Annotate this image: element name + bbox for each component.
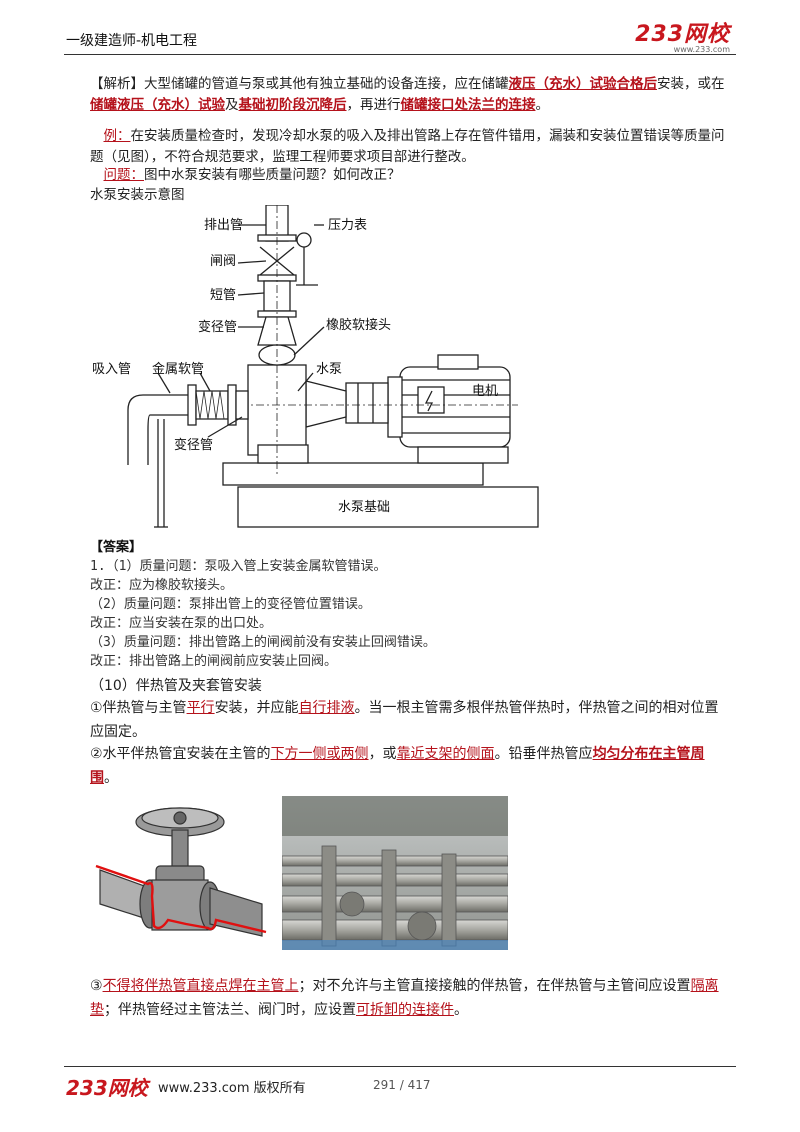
motor-body <box>399 366 511 448</box>
analysis-paragraph: 【解析】大型储罐的管道与泵或其他有独立基础的设备连接，应在储罐液压（充水）试验合… <box>90 76 725 113</box>
brand-logo-top: 233网校 www.233.com <box>635 16 730 54</box>
label-short-pipe: 短管 <box>210 288 236 303</box>
header-rule <box>64 54 736 55</box>
label-reducer-top: 变径管 <box>198 319 237 335</box>
question-label: 问题： <box>103 167 145 183</box>
pump-installation-diagram: 排出管 闸阀 短管 变径管 压力表 橡胶软接头 吸入管 金属软管 水泵 电机 变… <box>92 205 539 528</box>
header-title: 一级建造师-机电工程 <box>66 33 198 49</box>
brand-logo-text: 233网校 <box>635 22 730 47</box>
footer-copyright: www.233.com 版权所有 <box>158 1081 306 1096</box>
label-pump-foundation: 水泵基础 <box>338 500 390 515</box>
pipe-rack-photo <box>282 796 508 950</box>
pump-base <box>222 462 484 486</box>
section-paragraph-2: ②水平伴热管宜安装在主管的下方一侧或两侧，或靠近支架的侧面。铅垂伴热管应均匀分布… <box>90 746 705 786</box>
section-paragraph-3: ③不得将伴热管直接点焊在主管上；对不允许与主管直接接触的伴热管，在伴热管与主管间… <box>90 978 719 1018</box>
section-paragraph-1: ①伴热管与主管平行安装，并应能自行排液。当一根主管需多根伴热管伴热时，伴热管之间… <box>90 700 719 740</box>
page-number: 291 / 417 <box>373 1078 431 1092</box>
example-paragraph: 例：在安装质量检查时，发现冷却水泵的吸入及排出管路上存在管件错用，漏装和安装位置… <box>90 128 725 165</box>
valve-tracing-illustration <box>95 807 267 937</box>
label-suction-pipe: 吸入管 <box>92 362 131 377</box>
label-motor: 电机 <box>472 384 498 399</box>
section-heading: （10）伴热管及夹套管安装 <box>90 678 262 694</box>
answer-line: （3）质量问题：排出管路上的闸阀前没有安装止回阀错误。 <box>90 635 436 650</box>
label-rubber-joint: 橡胶软接头 <box>326 317 391 333</box>
label-pressure-gauge: 压力表 <box>328 218 367 233</box>
answer-line: 改正：排出管路上的闸阀前应安装止回阀。 <box>90 654 338 669</box>
example-label: 例： <box>103 128 131 144</box>
brand-url: www.233.com <box>673 45 730 54</box>
footer-logo: 233网校 <box>66 1076 148 1100</box>
question-paragraph: 问题：图中水泵安装有哪些质量问题？如何改正？ <box>103 167 401 183</box>
answer-line: （2）质量问题：泵排出管上的变径管位置错误。 <box>90 597 371 612</box>
footer-rule <box>64 1066 736 1067</box>
answer-line: 改正：应当安装在泵的出口处。 <box>90 616 273 631</box>
label-metal-hose: 金属软管 <box>152 361 204 377</box>
pump-foundation <box>237 486 539 528</box>
figure-title: 水泵安装示意图 <box>90 187 185 203</box>
label-gate-valve: 闸阀 <box>210 254 236 269</box>
answer-line: 改正：应为橡胶软接头。 <box>90 578 234 593</box>
label-discharge-pipe: 排出管 <box>204 218 243 233</box>
label-pump: 水泵 <box>316 362 342 377</box>
answer-title: 【答案】 <box>90 540 143 555</box>
label-reducer-bottom: 变径管 <box>174 437 213 453</box>
answer-line: 1.（1）质量问题：泵吸入管上安装金属软管错误。 <box>90 559 387 574</box>
